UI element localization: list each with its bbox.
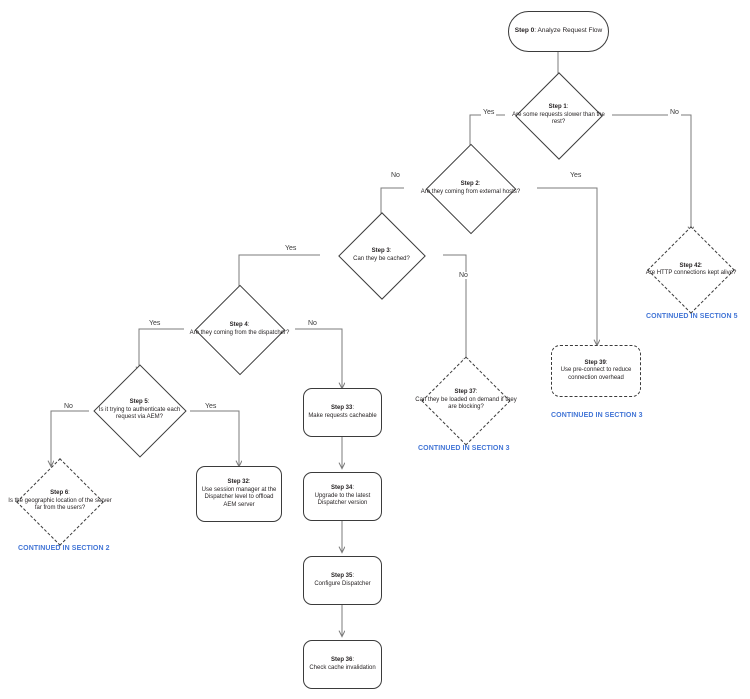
node-step39-step: Step 39 <box>584 359 606 366</box>
node-step4[interactable]: Step 4: Are they coming from the dispatc… <box>184 284 295 375</box>
node-step32[interactable]: Step 32: Use session manager at the Disp… <box>196 466 282 522</box>
edge-label-step4-no: No <box>306 320 319 327</box>
node-step4-label: Are they coming from the dispatcher? <box>189 329 290 336</box>
node-step37-step: Step 37 <box>454 389 476 396</box>
node-step3-colon: : <box>389 248 392 254</box>
node-step42-step: Step 42 <box>679 262 701 269</box>
edge-label-step5-no: No <box>62 403 75 410</box>
edge-step5-step32 <box>190 410 239 466</box>
edge-label-step2-yes: Yes <box>568 172 584 179</box>
edge-label-step3-yes: Yes <box>283 245 299 252</box>
node-step3-label: Can they be cached? <box>353 255 410 262</box>
node-step37-label: Can they be loaded on demand if they are… <box>415 396 517 411</box>
node-step39[interactable]: Step 39: Use pre-connect to reduce conne… <box>551 345 641 397</box>
node-step33-colon: : <box>352 405 354 411</box>
node-step39-colon: : <box>605 359 608 366</box>
node-step3-step: Step 3 <box>371 248 390 254</box>
node-step35-label: Configure Dispatcher <box>314 580 371 587</box>
node-step2-step: Step 2 <box>460 181 479 187</box>
node-step1-label: Are some requests slower than the rest? <box>512 111 605 126</box>
edge-label-step4-yes: Yes <box>147 320 163 327</box>
node-step34[interactable]: Step 34: Upgrade to the latest Dispatche… <box>303 472 382 521</box>
node-step6-step: Step 6 <box>50 490 69 497</box>
node-step6[interactable]: Step 6: Is the geographic location of th… <box>4 457 116 546</box>
edge-step1-step42 <box>612 114 691 232</box>
edge-label-step1-yes: Yes <box>481 109 497 116</box>
node-step2-label: Are they coming from external hosts? <box>420 188 521 195</box>
node-step6-colon: : <box>68 490 70 497</box>
edge-label-step2-no: No <box>389 172 402 179</box>
node-step33-label: Make requests cacheable <box>308 412 377 419</box>
edge-label-step5-yes: Yes <box>203 403 219 410</box>
node-step36-colon: : <box>352 657 354 663</box>
continuation-note-section-5: CONTINUED IN SECTION 5 <box>646 313 738 320</box>
node-step5[interactable]: Step 5: Is it trying to authenticate eac… <box>89 363 190 458</box>
node-step5-step: Step 5 <box>129 399 148 406</box>
node-step39-label: Use pre-connect to reduce connection ove… <box>560 367 632 381</box>
node-step36[interactable]: Step 36: Check cache invalidation <box>303 640 382 689</box>
node-step34-colon: : <box>352 485 354 492</box>
node-step0-step: Step 0 <box>514 27 535 35</box>
edge-step5-step6 <box>51 410 89 466</box>
node-step33[interactable]: Step 33: Make requests cacheable <box>303 388 382 437</box>
node-step5-label: Is it trying to authenticate each reques… <box>98 406 181 421</box>
node-step2-colon: : <box>478 181 481 187</box>
node-step35-step: Step 35 <box>330 573 353 579</box>
node-step34-step: Step 34 <box>330 485 353 492</box>
edge-step4-step33 <box>295 328 342 388</box>
node-step4-colon: : <box>247 322 250 328</box>
edge-step4-step5 <box>139 328 184 372</box>
node-step4-step: Step 4 <box>229 322 248 328</box>
node-step2[interactable]: Step 2: Are they coming from external ho… <box>404 143 537 234</box>
node-step37[interactable]: Step 37: Can they be loaded on demand if… <box>409 355 523 446</box>
node-step5-colon: : <box>147 399 150 406</box>
node-step37-colon: : <box>475 389 478 396</box>
node-step33-step: Step 33 <box>330 405 353 411</box>
node-step32-label: Use session manager at the Dispatcher le… <box>201 486 277 508</box>
continuation-note-section-3b: CONTINUED IN SECTION 3 <box>551 412 643 419</box>
node-step42-label: Are HTTP connections kept alive? <box>645 270 737 276</box>
continuation-note-section-3a: CONTINUED IN SECTION 3 <box>418 445 510 452</box>
node-step1[interactable]: Step 1: Are some requests slower than th… <box>505 71 612 160</box>
node-step0[interactable]: Step 0: Analyze Request Flow <box>508 11 609 52</box>
edge-step2-step39 <box>537 187 597 345</box>
edge-label-step1-no: No <box>668 109 681 116</box>
node-step0-colon: : <box>534 27 538 35</box>
node-step34-label: Upgrade to the latest Dispatcher version <box>314 492 371 507</box>
edge-label-step3-no: No <box>457 272 470 279</box>
node-step35[interactable]: Step 35: Configure Dispatcher <box>303 556 382 605</box>
node-step6-label: Is the geographic location of the server… <box>8 497 112 512</box>
edge-step3-step4 <box>239 254 320 296</box>
continuation-note-section-2: CONTINUED IN SECTION 2 <box>18 545 110 552</box>
node-step36-label: Check cache invalidation <box>309 664 376 671</box>
node-step3[interactable]: Step 3: Can they be cached? <box>320 211 443 300</box>
node-step32-colon: : <box>248 479 251 485</box>
node-step36-step: Step 36 <box>330 657 353 663</box>
node-step35-colon: : <box>352 573 354 579</box>
node-step32-step: Step 32 <box>227 479 249 485</box>
node-step1-step: Step 1 <box>548 104 567 111</box>
node-step42-colon: : <box>700 262 703 269</box>
node-step0-label: Analyze Request Flow <box>537 27 603 35</box>
node-step42[interactable]: Step 42: Are HTTP connections kept alive… <box>637 226 745 314</box>
node-step1-colon: : <box>566 104 569 111</box>
